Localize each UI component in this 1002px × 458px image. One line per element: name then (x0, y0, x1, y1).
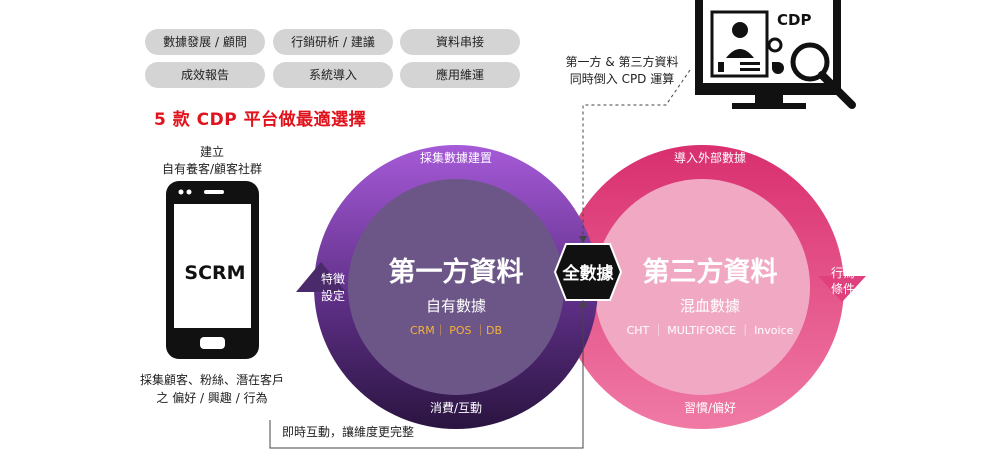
cdp-label: CDP (777, 11, 811, 29)
right-subtitle: 混血數據 (680, 297, 740, 315)
right-side-label-1: 行為 (831, 266, 855, 280)
right-sources: CHT ｜ MULTIFORCE ｜ Invoice (627, 324, 794, 337)
right-side-label-2: 條件 (831, 282, 855, 296)
tag-pill: 應用維運 (400, 62, 520, 88)
center-badge (553, 243, 623, 301)
left-side-label-1: 特徵 (321, 271, 345, 286)
headline: 5 款 CDP 平台做最適選擇 (154, 110, 367, 130)
left-cycle-ring (296, 145, 598, 429)
solid-connector (269, 303, 584, 449)
arrowhead-icon (579, 300, 587, 307)
dashed-connector (582, 69, 691, 240)
tag-pill: 資料串接 (400, 29, 520, 55)
right-arrow-icon (818, 276, 866, 302)
phone-bottom-caption-2: 之 偏好 / 興趣 / 行為 (156, 391, 268, 405)
monitor-caption-2: 同時倒入 CPD 運算 (569, 72, 675, 86)
tag-pill: 成效報告 (145, 62, 265, 88)
phone-bottom-caption-1: 採集顧客、粉絲、潛在客戶 (139, 373, 284, 387)
scrm-label: SCRM (184, 262, 245, 284)
center-badge-label: 全數據 (562, 263, 615, 284)
right-cycle-ring (560, 145, 866, 429)
tag-pill: 數據發展 / 顧問 (145, 29, 265, 55)
right-bottom-label: 習慣/偏好 (684, 400, 736, 415)
left-bottom-label: 消費/互動 (430, 400, 482, 415)
left-subtitle: 自有數據 (426, 297, 486, 315)
left-arrow-icon (296, 262, 346, 292)
left-side-label-2: 設定 (321, 288, 345, 303)
left-title: 第一方資料 (389, 256, 524, 288)
tag-pill: 行銷研析 / 建議 (273, 29, 393, 55)
monitor-icon (695, 0, 856, 109)
right-title: 第三方資料 (643, 256, 778, 288)
tag-pill: 系統導入 (273, 62, 393, 88)
right-top-label: 導入外部數據 (674, 150, 746, 165)
phone-icon (166, 181, 259, 359)
arrowhead-icon (579, 236, 587, 243)
left-sources: CRM｜ POS ｜DB (410, 324, 502, 337)
left-top-label: 採集數據建置 (420, 150, 492, 165)
bottom-note: 即時互動，讓維度更完整 (282, 425, 415, 439)
monitor-caption-1: 第一方 & 第三方資料 (565, 55, 679, 69)
phone-top-caption-1: 建立 (199, 145, 224, 159)
phone-top-caption-2: 自有養客/顧客社群 (161, 162, 263, 176)
